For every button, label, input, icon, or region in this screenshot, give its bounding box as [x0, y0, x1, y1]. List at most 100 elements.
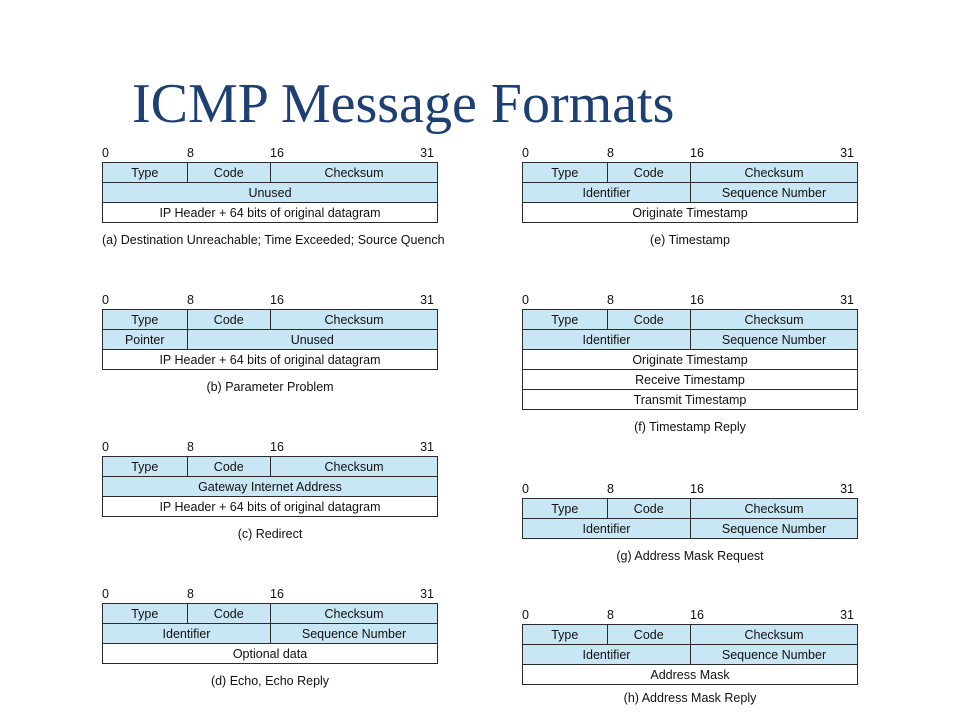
bit-31: 31	[420, 146, 434, 160]
header-row: Type Code Checksum	[523, 499, 857, 518]
field-row: Gateway Internet Address	[103, 476, 437, 496]
packet-frame: Type Code Checksum Identifier Sequence N…	[102, 603, 438, 664]
bit-0: 0	[102, 146, 109, 160]
ip-header-field: IP Header + 64 bits of original datagram	[159, 352, 381, 367]
packet-frame: Type Code Checksum Unused IP Header + 64…	[102, 162, 438, 223]
type-field: Type	[523, 499, 607, 518]
diagram-b: 0 8 16 31 Type Code Checksum Pointer Unu…	[102, 293, 438, 394]
bit-31: 31	[420, 587, 434, 601]
field-row: Identifier Sequence Number	[523, 329, 857, 349]
code-field: Code	[186, 457, 270, 476]
page-title: ICMP Message Formats	[132, 73, 675, 135]
bit-8: 8	[607, 293, 614, 307]
bit-16: 16	[270, 440, 284, 454]
ip-header-field: IP Header + 64 bits of original datagram	[159, 499, 381, 514]
type-field: Type	[103, 457, 187, 476]
bit-16: 16	[690, 608, 704, 622]
type-field: Type	[523, 163, 607, 182]
bit-31: 31	[420, 440, 434, 454]
bit-31: 31	[840, 608, 854, 622]
bit-16: 16	[690, 293, 704, 307]
bit-0: 0	[522, 482, 529, 496]
bit-0: 0	[102, 293, 109, 307]
identifier-field: Identifier	[523, 519, 690, 538]
field-row: Originate Timestamp	[523, 349, 857, 369]
diagram-f: 0 8 16 31 Type Code Checksum Identifier …	[522, 293, 858, 434]
bit-16: 16	[690, 482, 704, 496]
bit-8: 8	[187, 440, 194, 454]
field-row: Identifier Sequence Number	[523, 644, 857, 664]
bit-8: 8	[187, 146, 194, 160]
checksum-field: Checksum	[690, 163, 857, 182]
checksum-field: Checksum	[270, 163, 437, 182]
field-row: Identifier Sequence Number	[103, 623, 437, 643]
caption-f: (f) Timestamp Reply	[634, 420, 746, 434]
caption-h: (h) Address Mask Reply	[623, 691, 757, 705]
field-row: IP Header + 64 bits of original datagram	[103, 202, 437, 222]
packet-frame: Type Code Checksum Identifier Sequence N…	[522, 309, 858, 410]
field-row: IP Header + 64 bits of original datagram	[103, 496, 437, 516]
code-field: Code	[606, 310, 690, 329]
code-field: Code	[186, 604, 270, 623]
field-row: Receive Timestamp	[523, 369, 857, 389]
packet-frame: Type Code Checksum Pointer Unused IP Hea…	[102, 309, 438, 370]
bit-scale: 0 8 16 31	[102, 587, 438, 603]
type-field: Type	[523, 310, 607, 329]
receive-timestamp-field: Receive Timestamp	[635, 372, 745, 387]
bit-0: 0	[102, 587, 109, 601]
bit-8: 8	[607, 608, 614, 622]
field-row: IP Header + 64 bits of original datagram	[103, 349, 437, 369]
checksum-field: Checksum	[270, 604, 437, 623]
header-row: Type Code Checksum	[103, 604, 437, 623]
bit-0: 0	[522, 608, 529, 622]
field-row: Unused	[103, 182, 437, 202]
bit-16: 16	[270, 587, 284, 601]
bit-scale: 0 8 16 31	[522, 482, 858, 498]
checksum-field: Checksum	[690, 310, 857, 329]
bit-8: 8	[187, 587, 194, 601]
type-field: Type	[523, 625, 607, 644]
bit-16: 16	[690, 146, 704, 160]
diagram-c: 0 8 16 31 Type Code Checksum Gateway Int…	[102, 440, 438, 541]
code-field: Code	[186, 310, 270, 329]
bit-8: 8	[607, 482, 614, 496]
header-row: Type Code Checksum	[523, 163, 857, 182]
caption-b: (b) Parameter Problem	[206, 380, 334, 394]
packet-frame: Type Code Checksum Identifier Sequence N…	[522, 624, 858, 685]
type-field: Type	[103, 310, 187, 329]
code-field: Code	[186, 163, 270, 182]
bit-8: 8	[187, 293, 194, 307]
code-field: Code	[606, 625, 690, 644]
unused-field: Unused	[103, 183, 437, 202]
sequence-field: Sequence Number	[690, 645, 857, 664]
field-row: Identifier Sequence Number	[523, 182, 857, 202]
bit-scale: 0 8 16 31	[102, 440, 438, 456]
bit-31: 31	[840, 146, 854, 160]
field-row: Originate Timestamp	[523, 202, 857, 222]
transmit-timestamp-field: Transmit Timestamp	[633, 392, 747, 407]
caption-c: (c) Redirect	[237, 527, 303, 541]
packet-frame: Type Code Checksum Identifier Sequence N…	[522, 498, 858, 539]
diagram-h: 0 8 16 31 Type Code Checksum Identifier …	[522, 608, 858, 705]
packet-frame: Type Code Checksum Gateway Internet Addr…	[102, 456, 438, 517]
optional-data-field: Optional data	[232, 646, 308, 661]
caption-d: (d) Echo, Echo Reply	[210, 674, 330, 688]
pointer-field: Pointer	[103, 330, 187, 349]
field-row: Identifier Sequence Number	[523, 518, 857, 538]
checksum-field: Checksum	[270, 310, 437, 329]
bit-31: 31	[840, 482, 854, 496]
diagram-d: 0 8 16 31 Type Code Checksum Identifier …	[102, 587, 438, 688]
field-row: Pointer Unused	[103, 329, 437, 349]
ip-header-field: IP Header + 64 bits of original datagram	[159, 205, 381, 220]
identifier-field: Identifier	[523, 183, 690, 202]
address-mask-field: Address Mask	[650, 667, 730, 682]
originate-timestamp-field: Originate Timestamp	[632, 352, 748, 367]
bit-16: 16	[270, 293, 284, 307]
checksum-field: Checksum	[690, 625, 857, 644]
bit-scale: 0 8 16 31	[522, 146, 858, 162]
bit-8: 8	[607, 146, 614, 160]
caption-g: (g) Address Mask Request	[616, 549, 764, 563]
caption-e: (e) Timestamp	[650, 233, 730, 247]
unused-field: Unused	[186, 330, 437, 349]
type-field: Type	[103, 163, 187, 182]
